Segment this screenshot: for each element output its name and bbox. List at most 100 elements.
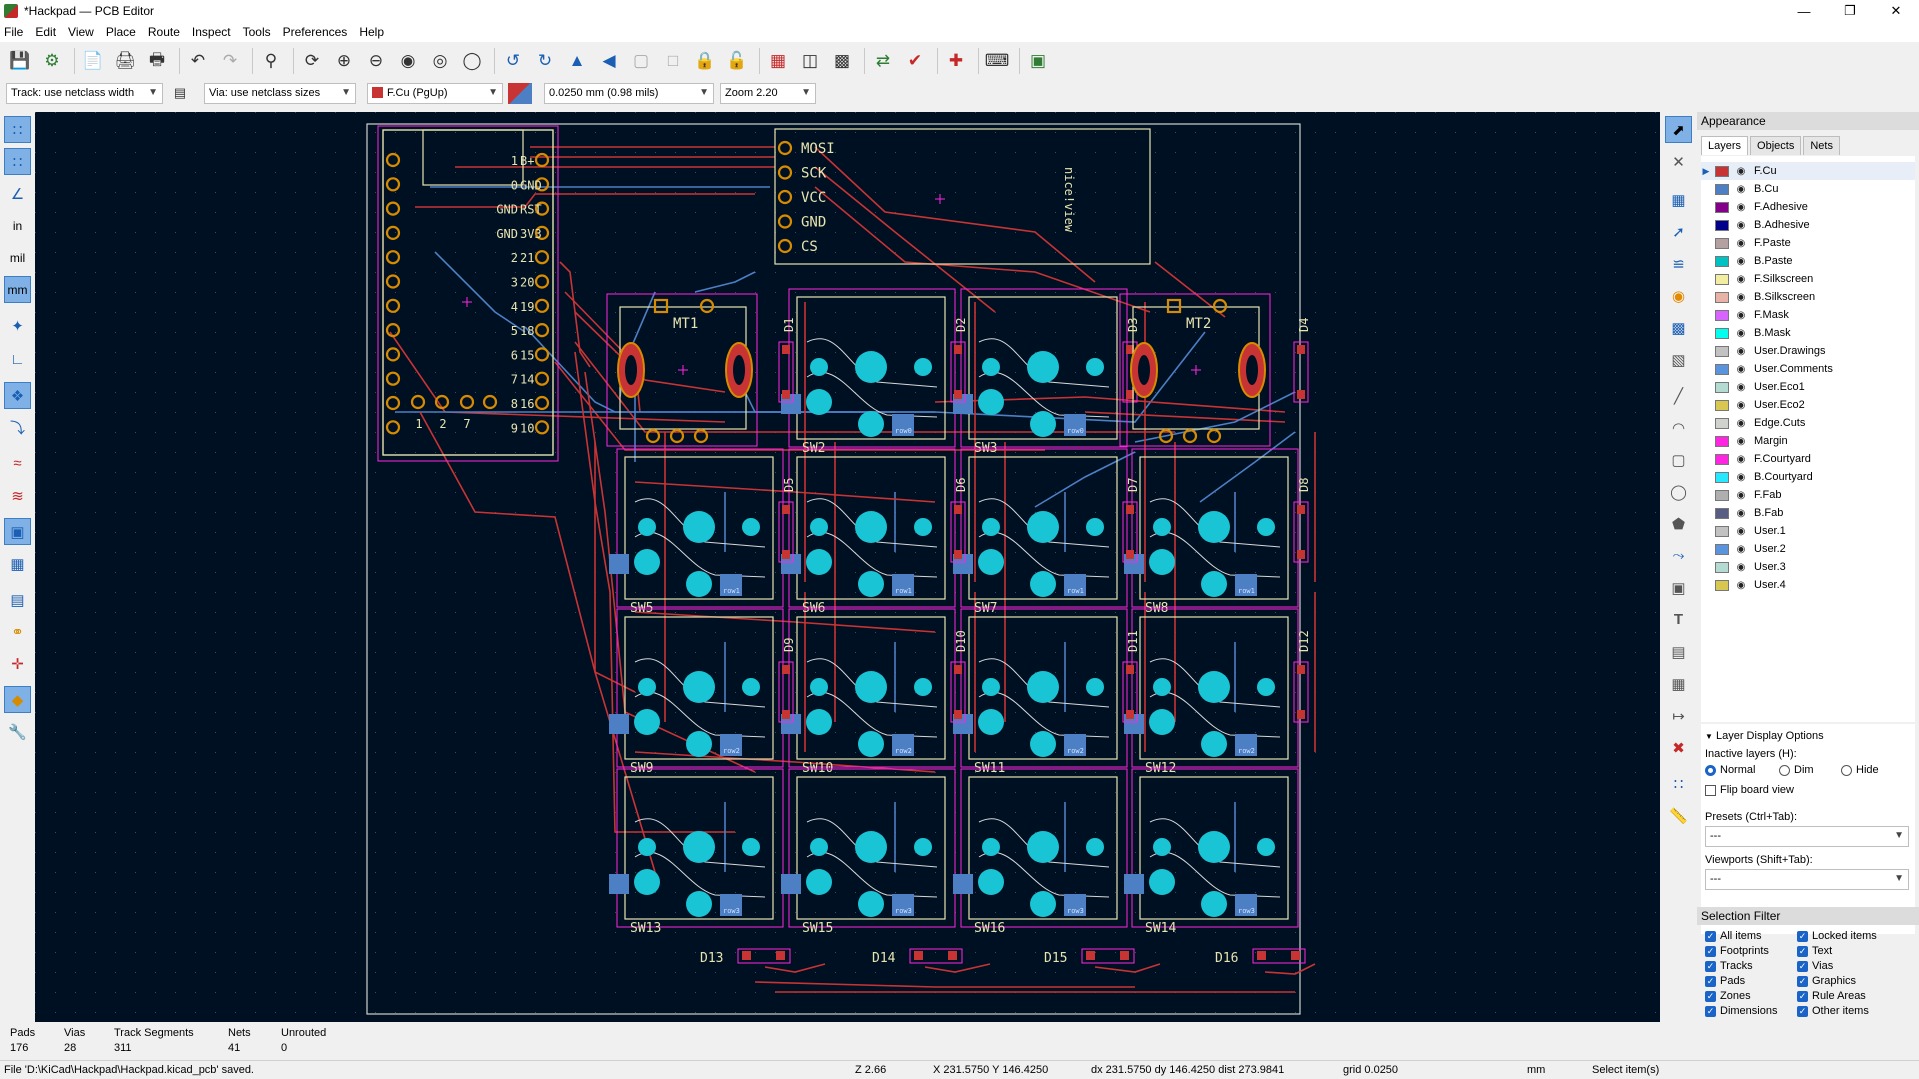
local-ratsnest-icon[interactable]: ✕ <box>1665 148 1692 175</box>
menu-view[interactable]: View <box>68 25 94 39</box>
layer-row[interactable]: ◉F.Adhesive <box>1701 198 1915 216</box>
layer-row[interactable]: ◉User.4 <box>1701 576 1915 594</box>
print-icon[interactable]: 🖨 <box>111 47 139 75</box>
rotate-ccw-icon[interactable]: ↺ <box>499 47 527 75</box>
pcb-drawing[interactable]: 1B+0GNDGNDRSTGND3V3221320419518615714816… <box>35 112 1660 1022</box>
add-footprint-icon[interactable]: ▦ <box>1665 186 1692 213</box>
layer-color-swatch[interactable] <box>1715 328 1729 339</box>
draw-circle-icon[interactable]: ◯ <box>1665 478 1692 505</box>
visibility-eye-icon[interactable]: ◉ <box>1734 436 1748 447</box>
show-zones-filled-icon[interactable]: ▣ <box>4 518 31 545</box>
show-vias-outline-icon[interactable]: ≋ <box>4 482 31 509</box>
layer-color-swatch[interactable] <box>1715 544 1729 555</box>
layer-color-swatch[interactable] <box>1715 436 1729 447</box>
angle-snap-icon[interactable]: ∟ <box>4 346 31 373</box>
layer-row[interactable]: ◉B.Mask <box>1701 324 1915 342</box>
layer-row[interactable]: ◉User.Drawings <box>1701 342 1915 360</box>
add-dimension-icon[interactable]: ↦ <box>1665 702 1692 729</box>
select-icon[interactable]: ⬈ <box>1665 116 1692 143</box>
menu-tools[interactable]: Tools <box>243 25 271 39</box>
lock-icon[interactable]: 🔒 <box>691 47 719 75</box>
add-image-icon[interactable]: ▣ <box>1665 574 1692 601</box>
visibility-eye-icon[interactable]: ◉ <box>1734 220 1748 231</box>
curved-ratsnest-icon[interactable]: ⤵ <box>4 414 31 441</box>
zoom-select[interactable]: Zoom 2.20▼ <box>720 83 816 104</box>
mirror-v-icon[interactable]: ▲ <box>563 47 591 75</box>
measure-icon[interactable]: 📏 <box>1665 802 1692 829</box>
selection-filter-checkbox[interactable]: ✓Footprints <box>1705 945 1769 957</box>
3d-viewer-icon[interactable]: ▩ <box>828 47 856 75</box>
grid-dots-icon[interactable]: ∷ <box>4 116 31 143</box>
visibility-eye-icon[interactable]: ◉ <box>1734 418 1748 429</box>
selection-filter-checkbox[interactable]: ✓Text <box>1797 945 1832 957</box>
layer-color-swatch[interactable] <box>1715 562 1729 573</box>
selection-filter-checkbox[interactable]: ✓Graphics <box>1797 975 1856 987</box>
footprint-browser-icon[interactable]: ◫ <box>796 47 824 75</box>
presets-select[interactable]: ---▼ <box>1705 826 1909 847</box>
high-contrast-icon[interactable]: ✛ <box>4 650 31 677</box>
plot-icon[interactable]: 🖶 <box>143 47 171 75</box>
show-pads-outline-icon[interactable]: ▤ <box>4 586 31 613</box>
inactive-hide-radio[interactable]: Hide <box>1841 764 1879 776</box>
inactive-normal-radio[interactable]: Normal <box>1705 764 1755 776</box>
visibility-eye-icon[interactable]: ◉ <box>1734 544 1748 555</box>
layers-manager-icon[interactable]: ◆ <box>4 686 31 713</box>
save-icon[interactable]: 💾 <box>6 47 34 75</box>
menu-preferences[interactable]: Preferences <box>283 25 348 39</box>
layer-row[interactable]: ◉F.Paste <box>1701 234 1915 252</box>
draw-polygon-icon[interactable]: ⬟ <box>1665 510 1692 537</box>
tab-layers[interactable]: Layers <box>1701 136 1748 155</box>
zoom-objects-icon[interactable]: ◎ <box>426 47 454 75</box>
selection-filter-checkbox[interactable]: ✓Tracks <box>1705 960 1753 972</box>
visibility-eye-icon[interactable]: ◉ <box>1734 256 1748 267</box>
layer-color-swatch[interactable] <box>1715 382 1729 393</box>
auto-width-icon[interactable]: ▤ <box>168 81 192 105</box>
grid-select[interactable]: 0.0250 mm (0.98 mils)▼ <box>544 83 714 104</box>
layer-row[interactable]: ▶◉F.Cu <box>1701 162 1915 180</box>
net-highlight-icon[interactable]: ⚭ <box>4 618 31 645</box>
rotate-cw-icon[interactable]: ↻ <box>531 47 559 75</box>
menu-place[interactable]: Place <box>106 25 136 39</box>
layer-row[interactable]: ◉F.Courtyard <box>1701 450 1915 468</box>
menu-help[interactable]: Help <box>359 25 384 39</box>
selection-filter-checkbox[interactable]: ✓All items <box>1705 930 1762 942</box>
visibility-eye-icon[interactable]: ◉ <box>1734 562 1748 573</box>
selection-filter-checkbox[interactable]: ✓Dimensions <box>1705 1005 1777 1017</box>
add-text-icon[interactable]: T <box>1665 606 1692 633</box>
zoom-selection-icon[interactable]: ◯ <box>458 47 486 75</box>
update-from-schematic-icon[interactable]: ⇄ <box>869 47 897 75</box>
units-mil-button[interactable]: mil <box>4 244 31 271</box>
visibility-eye-icon[interactable]: ◉ <box>1734 202 1748 213</box>
layer-row[interactable]: ◉User.3 <box>1701 558 1915 576</box>
menu-route[interactable]: Route <box>148 25 180 39</box>
layer-color-swatch[interactable] <box>1715 220 1729 231</box>
page-settings-icon[interactable]: 📄 <box>79 47 107 75</box>
visibility-eye-icon[interactable]: ◉ <box>1734 400 1748 411</box>
visibility-eye-icon[interactable]: ◉ <box>1734 310 1748 321</box>
layer-color-swatch[interactable] <box>1715 256 1729 267</box>
show-zones-outline-icon[interactable]: ▦ <box>4 550 31 577</box>
layer-color-swatch[interactable] <box>1715 508 1729 519</box>
layer-row[interactable]: ◉F.Fab <box>1701 486 1915 504</box>
viewports-select[interactable]: ---▼ <box>1705 869 1909 890</box>
units-inch-button[interactable]: in <box>4 212 31 239</box>
zoom-in-icon[interactable]: ⊕ <box>330 47 358 75</box>
layer-row[interactable]: ◉B.Silkscreen <box>1701 288 1915 306</box>
layer-row[interactable]: ◉B.Courtyard <box>1701 468 1915 486</box>
ungroup-icon[interactable]: □ <box>659 47 687 75</box>
undo-icon[interactable]: ↶ <box>184 47 212 75</box>
layer-color-swatch[interactable] <box>1715 580 1729 591</box>
layer-color-swatch[interactable] <box>1715 202 1729 213</box>
layer-color-swatch[interactable] <box>1715 454 1729 465</box>
visibility-eye-icon[interactable]: ◉ <box>1734 292 1748 303</box>
close-button[interactable]: ✕ <box>1873 0 1919 22</box>
layer-color-swatch[interactable] <box>1715 346 1729 357</box>
layer-color-swatch[interactable] <box>1715 490 1729 501</box>
visibility-eye-icon[interactable]: ◉ <box>1734 328 1748 339</box>
layer-color-swatch[interactable] <box>1715 292 1729 303</box>
add-rule-area-icon[interactable]: ▧ <box>1665 346 1692 373</box>
add-table-icon[interactable]: ▦ <box>1665 670 1692 697</box>
find-icon[interactable]: ⚲ <box>257 47 285 75</box>
add-zone-icon[interactable]: ▩ <box>1665 314 1692 341</box>
layer-row[interactable]: ◉B.Fab <box>1701 504 1915 522</box>
